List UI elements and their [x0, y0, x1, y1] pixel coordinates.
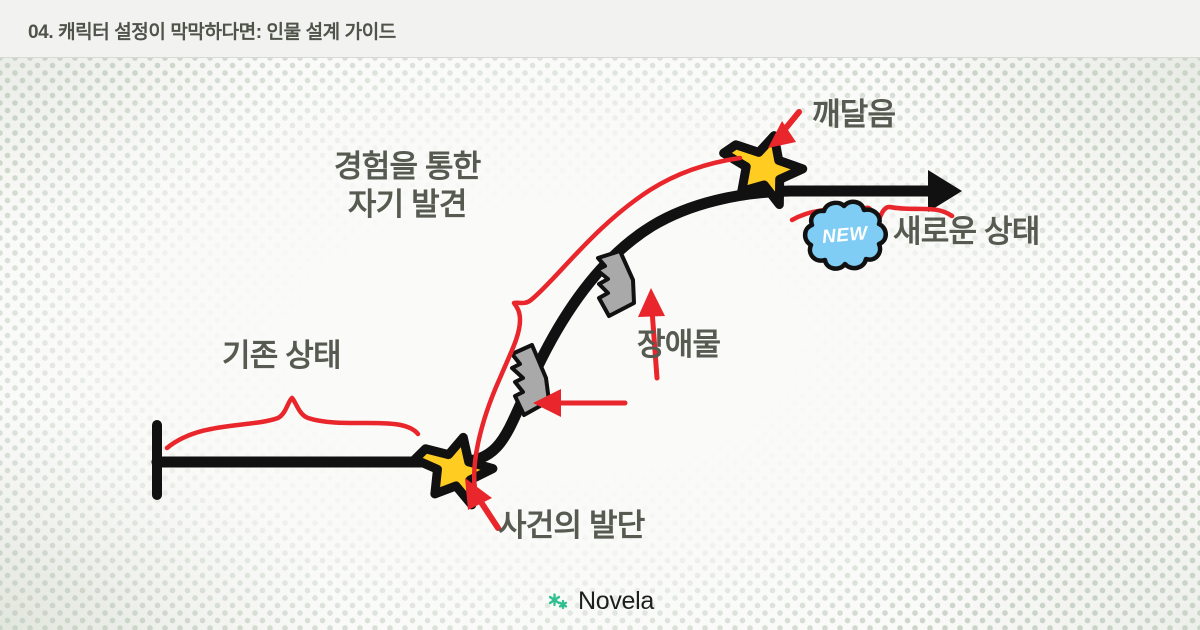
red-brace-icon-discovery	[472, 155, 743, 501]
obstacle-block-icon-lower	[510, 343, 551, 417]
red-arrow-icon-realization	[768, 109, 802, 148]
label-inciting-incident: 사건의 발단	[498, 508, 645, 543]
star-icon-realization	[719, 131, 808, 210]
brand-logo-text: Novela	[577, 587, 655, 615]
diagram-canvas: NEW 기존 상태 경험을 통한 자기 발견 깨달음 새로운 상태 장애물 사건…	[0, 58, 1200, 630]
label-self-discovery: 경험을 통한 자기 발견	[334, 148, 481, 224]
star-icon-inciting	[410, 432, 498, 510]
label-old-state: 기존 상태	[222, 338, 342, 373]
diagram-artwork	[151, 109, 962, 531]
red-arrow-icon-obstacle-upper	[638, 288, 665, 381]
sparkle-asterisk-icon	[548, 592, 568, 609]
arc-path	[151, 185, 941, 468]
label-self-discovery-line1: 경험을 통한	[334, 149, 481, 184]
label-new-state: 새로운 상태	[893, 214, 1040, 249]
red-arrow-icon-inciting	[465, 478, 501, 531]
new-state-badge: NEW	[800, 197, 890, 275]
story-arc-curve	[151, 170, 962, 500]
header-bar: 04. 캐릭터 설정이 막막하다면: 인물 설계 가이드	[0, 0, 1200, 58]
black-arrowhead-icon	[928, 170, 962, 212]
red-arrow-icon-obstacle-lower	[533, 389, 628, 417]
label-self-discovery-line2: 자기 발견	[347, 186, 468, 222]
obstacle-block-icon-upper	[595, 249, 636, 318]
label-realization: 깨달음	[812, 97, 896, 132]
red-brace-icon-old-state	[164, 395, 421, 451]
label-obstacle: 장애물	[637, 327, 721, 362]
cloud-shape-icon	[802, 199, 888, 271]
center-fade-mask	[0, 58, 1200, 630]
brand-logo: Novela	[0, 587, 1200, 616]
page-title: 04. 캐릭터 설정이 막막하다면: 인물 설계 가이드	[28, 22, 396, 43]
